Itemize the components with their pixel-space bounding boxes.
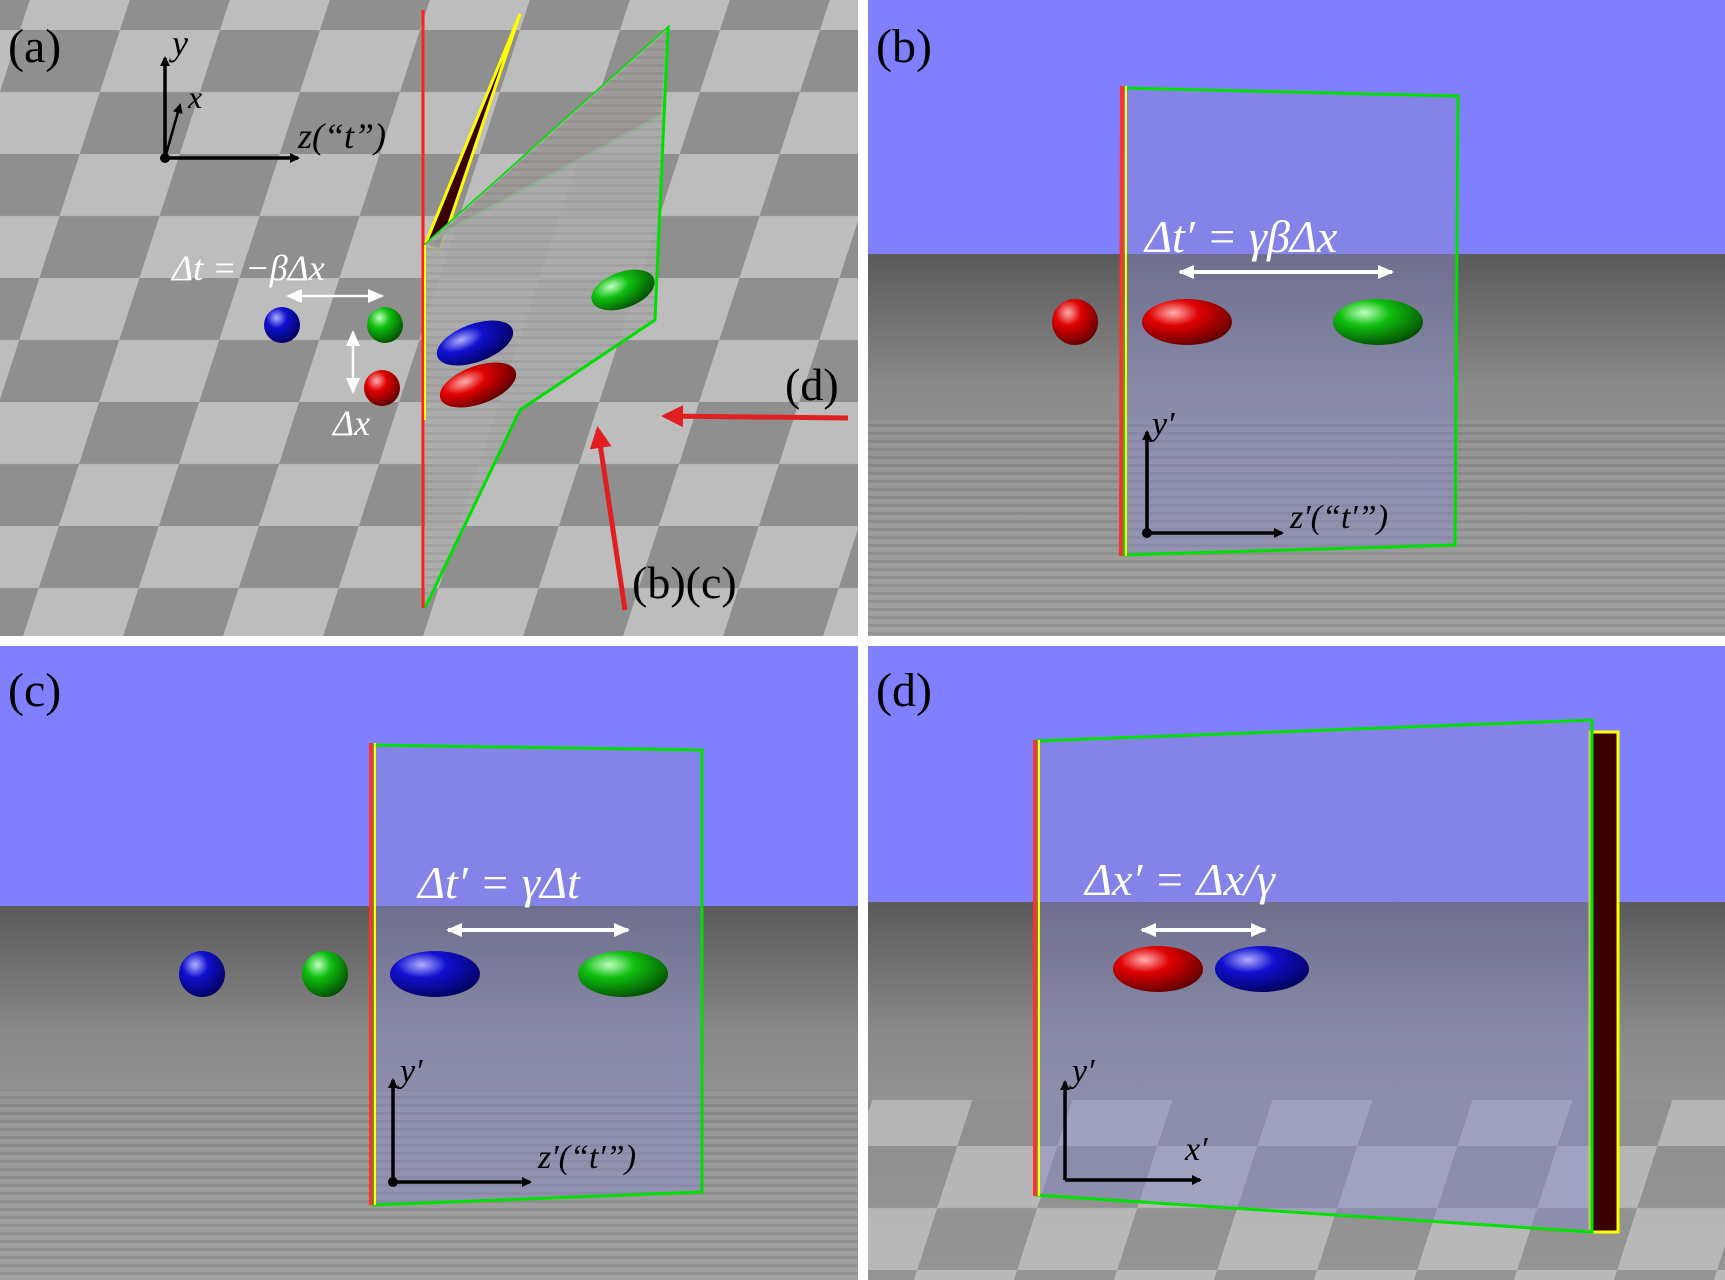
- axis-y-label: y: [169, 23, 188, 63]
- panel-b: (b) Δt′ = γβΔx y′ z′(“t′”): [868, 0, 1725, 636]
- axis-x-label: x′: [1184, 1131, 1208, 1168]
- eq-dt-label: Δt = −βΔx: [170, 248, 325, 288]
- panel-tag-a: (a): [8, 20, 61, 73]
- axis-z-label: z′(“t′”): [537, 1139, 636, 1176]
- equation-label: Δx′ = Δx/γ: [1083, 854, 1277, 905]
- view-arrow-bc: [589, 426, 628, 611]
- panel-c: (c) Δt′ = γΔt y′ z′(“t′”): [0, 646, 858, 1280]
- blue-sphere: [179, 951, 225, 997]
- green-ellipsoid: [591, 269, 655, 311]
- axis-z-label: z(“t”): [297, 116, 386, 156]
- divider-horizontal: [0, 636, 1725, 646]
- blue-sphere: [264, 307, 300, 343]
- red-ellipsoid: [439, 362, 517, 408]
- blue-ellipsoid: [436, 320, 514, 366]
- mirror-surface: [372, 745, 702, 1205]
- green-sphere: [302, 951, 348, 997]
- sky: [868, 646, 1725, 902]
- view-label-d: (d): [785, 359, 839, 410]
- mirror-surface: [1122, 88, 1458, 555]
- mirror-edge-green: [423, 27, 670, 609]
- green-ellipsoid: [578, 951, 668, 997]
- green-ellipsoid: [1333, 299, 1423, 345]
- red-ellipsoid: [1113, 946, 1203, 992]
- red-sphere: [1052, 299, 1098, 345]
- panel-tag-d: (d): [876, 664, 932, 717]
- mirror-frame: [1120, 86, 1460, 557]
- mirror-surface: [1036, 720, 1592, 1232]
- axis-y-label: y′: [1069, 1053, 1095, 1090]
- blue-ellipsoid: [390, 951, 480, 997]
- blue-ellipsoid: [1215, 946, 1309, 992]
- axis-y-label: y′: [397, 1053, 423, 1090]
- axis-z-label: z′(“t′”): [1289, 499, 1388, 536]
- red-sphere: [364, 370, 400, 406]
- equation-label: Δt′ = γβΔx: [1143, 211, 1338, 262]
- axis-x-label: x: [187, 79, 202, 115]
- mirror-back: [1588, 730, 1620, 1234]
- sky: [868, 0, 1725, 254]
- panel-a: (a) y x z(“t”) Δt = −βΔx Δx (b)(c) (d): [0, 0, 858, 636]
- axis-y-label: y′: [1149, 406, 1175, 443]
- panel-tag-c: (c): [8, 664, 61, 717]
- eq-dx-label: Δx: [331, 403, 370, 443]
- panel-d: (d) Δx′ = Δx/γ y′ x′: [868, 646, 1725, 1280]
- green-sphere: [367, 307, 403, 343]
- axis-x-arrow: [163, 103, 183, 159]
- sky: [0, 646, 858, 906]
- panel-tag-b: (b): [876, 20, 932, 73]
- equation-label: Δt′ = γΔt: [416, 857, 581, 908]
- red-ellipsoid: [1142, 299, 1232, 345]
- view-label-bc: (b)(c): [632, 557, 737, 608]
- view-arrow-d: [661, 405, 849, 428]
